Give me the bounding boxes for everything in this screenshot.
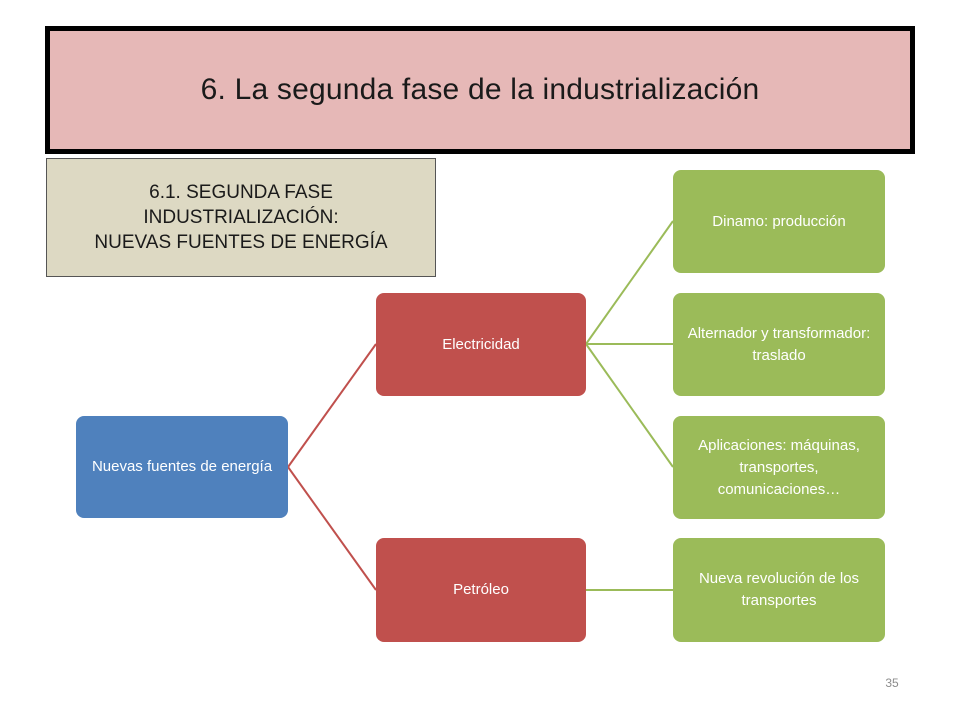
node-dinamo: Dinamo: producción [673, 170, 885, 273]
slide-title-box: 6. La segunda fase de la industrializaci… [45, 26, 915, 154]
node-alternador-label: Alternador y transformador: traslado [687, 324, 871, 364]
subtitle-line-1: 6.1. SEGUNDA FASE [149, 182, 333, 203]
node-transportes: Nueva revolución de los transportes [673, 538, 885, 642]
node-electricidad: Electricidad [376, 293, 586, 396]
connector-electricidad-aplicaciones [585, 343, 674, 468]
connector-electricidad-dinamo [585, 220, 674, 345]
node-root: Nuevas fuentes de energía [76, 416, 288, 518]
subtitle-line-2: INDUSTRIALIZACIÓN: [143, 207, 339, 228]
slide-title: 6. La segunda fase de la industrializaci… [200, 73, 760, 106]
connector-root-petroleo [287, 466, 377, 591]
node-petroleo-label: Petróleo [453, 581, 509, 598]
node-aplicaciones-label: Aplicaciones: máquinas, transportes, com… [698, 436, 860, 498]
node-dinamo-label: Dinamo: producción [712, 212, 846, 230]
node-petroleo: Petróleo [376, 538, 586, 642]
node-root-label: Nuevas fuentes de energía [91, 458, 273, 475]
node-transportes-label: Nueva revolución de los transportes [698, 570, 860, 609]
connector-root-electricidad [287, 343, 377, 468]
node-aplicaciones: Aplicaciones: máquinas, transportes, com… [673, 416, 885, 519]
subtitle-line-3: NUEVAS FUENTES DE ENERGÍA [94, 232, 388, 253]
page-number: 35 [885, 676, 899, 690]
section-subtitle-box: 6.1. SEGUNDA FASE INDUSTRIALIZACIÓN: NUE… [46, 158, 436, 277]
node-electricidad-label: Electricidad [442, 335, 520, 353]
node-alternador: Alternador y transformador: traslado [673, 293, 885, 396]
